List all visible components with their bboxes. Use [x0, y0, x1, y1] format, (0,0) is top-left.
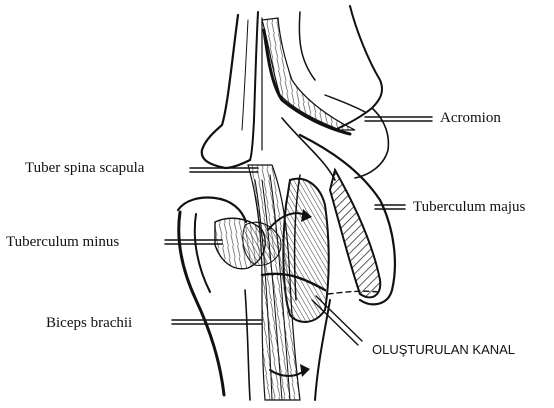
kanal-leader	[312, 300, 358, 345]
acromion-label: Acromion	[440, 110, 501, 126]
upper-muscle-mass	[262, 12, 355, 134]
tuberculum-majus-label: Tuberculum majus	[413, 199, 526, 215]
acromion-process	[325, 6, 388, 178]
biceps-brachii-label: Biceps brachii	[46, 315, 132, 331]
scapula-spine	[202, 12, 262, 168]
tuber-spina-scapula-label: Tuber spina scapula	[25, 160, 145, 176]
tuberculum-minus-label: Tuberculum minus	[6, 234, 119, 250]
olusturulan-kanal-label: OLUŞTURULAN KANAL	[372, 342, 515, 357]
